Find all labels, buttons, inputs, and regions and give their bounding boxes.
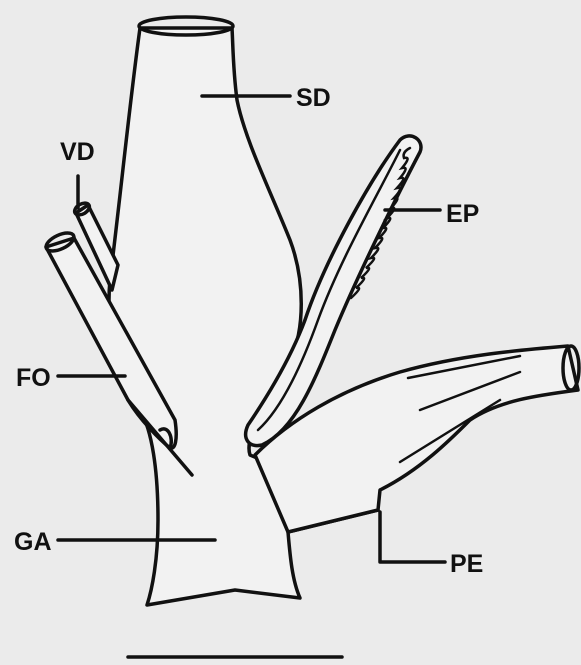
label-ep: EP <box>446 200 479 228</box>
label-ga: GA <box>14 528 52 556</box>
label-fo: FO <box>16 364 51 392</box>
label-pe: PE <box>450 550 483 578</box>
pe-leader <box>380 512 445 562</box>
label-vd: VD <box>60 138 95 166</box>
label-sd: SD <box>296 84 331 112</box>
